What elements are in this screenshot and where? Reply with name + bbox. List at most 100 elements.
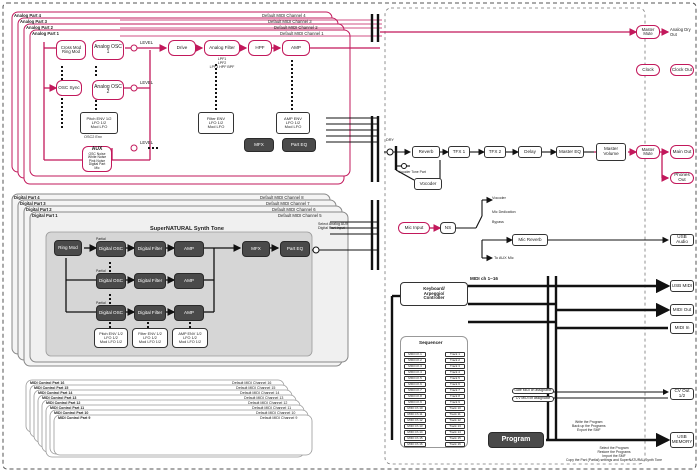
midi-part-channel: Default MIDI Channel 13: [244, 396, 284, 400]
seq-midi-ch: MIDI Ch 2: [404, 358, 426, 363]
osc-sync-block[interactable]: OSC Sync: [56, 80, 82, 96]
digital-part-header: Digital Part 2: [26, 207, 52, 212]
ring-mod-block[interactable]: Ring Mod: [54, 240, 82, 256]
partial-label: Partial: [96, 269, 106, 273]
usb-audio-port[interactable]: USB Audio: [670, 234, 694, 246]
master-mute-block[interactable]: Master Mute: [636, 145, 660, 159]
gate-assign-block[interactable]: Gate MIDI ch assignable: [512, 388, 554, 394]
amp-env-block[interactable]: AMP ENV LFO 1/2 Mod LFO: [276, 112, 310, 134]
seq-track[interactable]: Track 16: [445, 442, 465, 447]
delay-block[interactable]: Delay: [518, 146, 542, 158]
midi-part-channel: Default MIDI Channel 9: [260, 416, 298, 420]
digital-amp-block[interactable]: AMP: [174, 241, 204, 257]
seq-midi-ch: MIDI Ch 6: [404, 382, 426, 387]
tfx1-block[interactable]: TFX 1: [448, 146, 470, 158]
drive-block[interactable]: Drive: [168, 40, 196, 56]
mic-reverb-block[interactable]: Mic Reverb: [512, 234, 548, 246]
digital-amp-block[interactable]: AMP: [174, 273, 204, 289]
phones-out-port[interactable]: Phones Out: [670, 172, 694, 184]
vocoder-source-label: Vocoder: [492, 196, 506, 200]
cv-assign-block[interactable]: CV MIDI ch assignable: [512, 396, 554, 402]
seq-track[interactable]: Track 1: [445, 352, 465, 357]
cv-out-port[interactable]: CV Out 1/2: [670, 388, 694, 400]
digital-filter-env-block[interactable]: Filter ENV 1/2 LFO 1/2 Mod LFO 1/2: [132, 328, 168, 348]
digital-osc-block[interactable]: Digital OSC: [96, 241, 126, 257]
seq-track[interactable]: Track 11: [445, 412, 465, 417]
to-aux-mic-label: To AUX Mic: [494, 256, 514, 260]
seq-track[interactable]: Track 8: [445, 394, 465, 399]
clock-out-port[interactable]: Clock Out: [670, 64, 694, 76]
seq-midi-ch: MIDI Ch 7: [404, 388, 426, 393]
seq-midi-ch: MIDI Ch 4: [404, 370, 426, 375]
digital-amp-env-block[interactable]: AMP ENV 1/2 LFO 1/2 Mod LFO 1/2: [172, 328, 208, 348]
seq-midi-ch: MIDI Ch 13: [404, 424, 426, 429]
seq-track[interactable]: Track 5: [445, 376, 465, 381]
seq-track[interactable]: Track 9: [445, 400, 465, 405]
seq-track[interactable]: Track 13: [445, 424, 465, 429]
midi-part-header: MIDI Control Part 15: [34, 386, 69, 390]
analog-part-channel: Default MIDI Channel 2: [274, 25, 318, 30]
midi-part-header: MIDI Control Part 10: [54, 411, 89, 415]
clock-block[interactable]: Clock: [636, 64, 660, 76]
seq-midi-ch: MIDI Ch 15: [404, 436, 426, 441]
seq-track[interactable]: Track 4: [445, 370, 465, 375]
midi-part-channel: Default MIDI Channel 12: [248, 401, 288, 405]
partial-label: Partial: [96, 237, 106, 241]
seq-track[interactable]: Track 15: [445, 436, 465, 441]
digital-filter-block[interactable]: Digital Filter: [134, 241, 166, 257]
aux-sources: OSC Noise White Noise Pink Noise Digital…: [87, 151, 107, 170]
vocoder-block[interactable]: Vocoder: [414, 178, 442, 190]
master-volume-block[interactable]: Master Volume: [596, 143, 626, 161]
digital-mfx-block[interactable]: MFX: [242, 241, 270, 257]
seq-track[interactable]: Track 2: [445, 358, 465, 363]
analog-osc2-block[interactable]: Analog OSC 2: [92, 80, 124, 100]
seq-track[interactable]: Track 12: [445, 418, 465, 423]
mic-dedication-label: Mic Dedication: [492, 210, 516, 214]
midi-part-header: MIDI Control Part 12: [46, 401, 81, 405]
ns-block[interactable]: NS: [440, 222, 456, 234]
pitch-env-block[interactable]: Pitch ENV 1/2 LFO 1/2 Mod LFO: [80, 112, 118, 134]
master-eq-block[interactable]: Master EQ: [556, 146, 584, 158]
digital-filter-block[interactable]: Digital Filter: [134, 273, 166, 289]
hpf-block[interactable]: HPF: [248, 40, 272, 56]
seq-track[interactable]: Track 6: [445, 382, 465, 387]
seq-track[interactable]: Track 3: [445, 364, 465, 369]
analog-filter-block[interactable]: Analog Filter: [204, 40, 240, 56]
amp-block[interactable]: AMP: [282, 40, 310, 56]
analog-mfx-block[interactable]: MFX: [244, 138, 274, 152]
seq-midi-ch: MIDI Ch 9: [404, 400, 426, 405]
filter-env-block[interactable]: Filter ENV LFO 1/2 Mod LFO: [198, 112, 234, 134]
tfx2-block[interactable]: TFX 2: [484, 146, 506, 158]
analog-part-eq-block[interactable]: Part EQ: [282, 138, 316, 152]
main-out-port[interactable]: Main Out: [670, 145, 694, 159]
program-block[interactable]: Program: [488, 432, 544, 448]
select-notes-label: Select the Program Restore the Programs …: [566, 446, 663, 462]
midi-out-port[interactable]: MIDI Out: [670, 304, 694, 316]
midi-in-port[interactable]: MIDI In: [670, 322, 694, 334]
digital-part-eq-block[interactable]: Part EQ: [280, 241, 310, 257]
seq-track[interactable]: Track 7: [445, 388, 465, 393]
seq-midi-ch: MIDI Ch 1: [404, 352, 426, 357]
master-mute-top-block[interactable]: Master Mute: [636, 25, 660, 39]
digital-part-header: Digital Part 1: [32, 213, 58, 218]
digital-amp-block[interactable]: AMP: [174, 305, 204, 321]
aux-block[interactable]: AUX OSC Noise White Noise Pink Noise Dig…: [82, 146, 112, 172]
seq-track[interactable]: Track 14: [445, 430, 465, 435]
usb-midi-port[interactable]: USB MIDI: [670, 280, 694, 292]
vocoder-tone-label: Vocoder Tone Part: [398, 170, 426, 174]
digital-filter-block[interactable]: Digital Filter: [134, 305, 166, 321]
mic-input-block[interactable]: Mic Input: [398, 222, 430, 234]
digital-osc-block[interactable]: Digital OSC: [96, 273, 126, 289]
analog-osc1-block[interactable]: Analog OSC 1: [92, 40, 124, 60]
midi-part-channel: Default MIDI Channel 10: [256, 411, 296, 415]
digital-part-channel: Default MIDI Channel 8: [260, 195, 304, 200]
digital-pitch-env-block[interactable]: Pitch ENV 1/2 LFO 1/2 Mod LFO 1/2: [94, 328, 128, 348]
filter-types-label: LPF1 LPF2 LPF3 HPF BPF: [209, 57, 235, 69]
usb-memory-port[interactable]: USB MEMORY: [670, 432, 694, 448]
cross-mod-block[interactable]: Cross Mod Ring Mod: [56, 40, 86, 60]
keyboard-controller-block[interactable]: Keyboard/ Arpeggio/ Controller: [400, 282, 468, 306]
digital-osc-block[interactable]: Digital OSC: [96, 305, 126, 321]
reverb-block[interactable]: Reverb: [412, 146, 440, 158]
seq-track[interactable]: Track 10: [445, 406, 465, 411]
